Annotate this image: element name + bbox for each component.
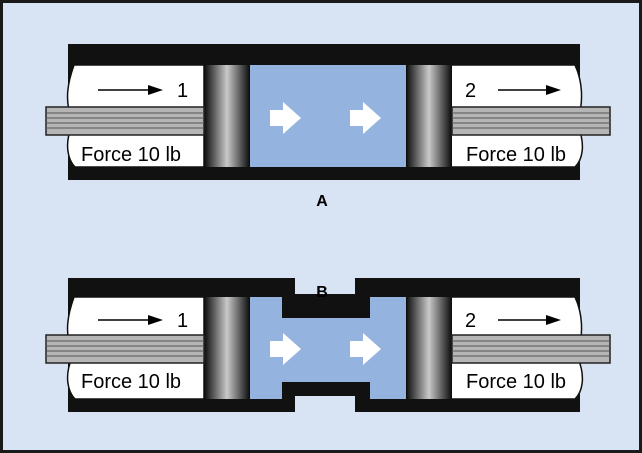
left-force-label: Force 10 lb	[81, 371, 181, 393]
cylinder-a-right-piston	[406, 65, 452, 167]
cylinder-a-left-piston	[204, 65, 250, 167]
left-force-label: Force 10 lb	[81, 144, 181, 166]
cylinder-b-fluid	[250, 297, 406, 399]
cylinder-a: 1 2 Force 10 lb Force 10 lb	[45, 44, 611, 180]
cylinder-b: 1 2 Force 10 lb Force 10 lb	[45, 268, 611, 416]
direction-arrow-icon	[498, 315, 561, 325]
fluid-arrow-icon	[270, 333, 301, 365]
direction-arrow-icon	[98, 315, 163, 325]
cylinder-b-left-piston	[204, 297, 250, 399]
diagram-caption-a: A	[316, 193, 328, 210]
direction-arrow-icon	[498, 85, 561, 95]
right-force-label: Force 10 lb	[466, 144, 566, 166]
right-force-label: Force 10 lb	[466, 371, 566, 393]
direction-arrow-icon	[98, 85, 163, 95]
fluid-arrow-icon	[350, 102, 381, 134]
cylinder-a-right-rod	[451, 106, 611, 136]
fluid-arrow-icon	[350, 333, 381, 365]
right-piston-number: 2	[465, 310, 476, 332]
diagram-caption-b: B	[316, 284, 328, 301]
left-piston-number: 1	[177, 80, 188, 102]
cylinder-b-right-piston	[406, 297, 452, 399]
right-piston-number: 2	[465, 80, 476, 102]
cylinder-b-notch-bottom	[295, 396, 355, 416]
cylinder-b-right-rod	[451, 334, 611, 364]
cylinder-b-left-rod	[45, 334, 205, 364]
fluid-arrow-icon	[270, 102, 301, 134]
left-piston-number: 1	[177, 310, 188, 332]
cylinder-a-left-rod	[45, 106, 205, 136]
cylinder-b-notch	[295, 268, 355, 294]
